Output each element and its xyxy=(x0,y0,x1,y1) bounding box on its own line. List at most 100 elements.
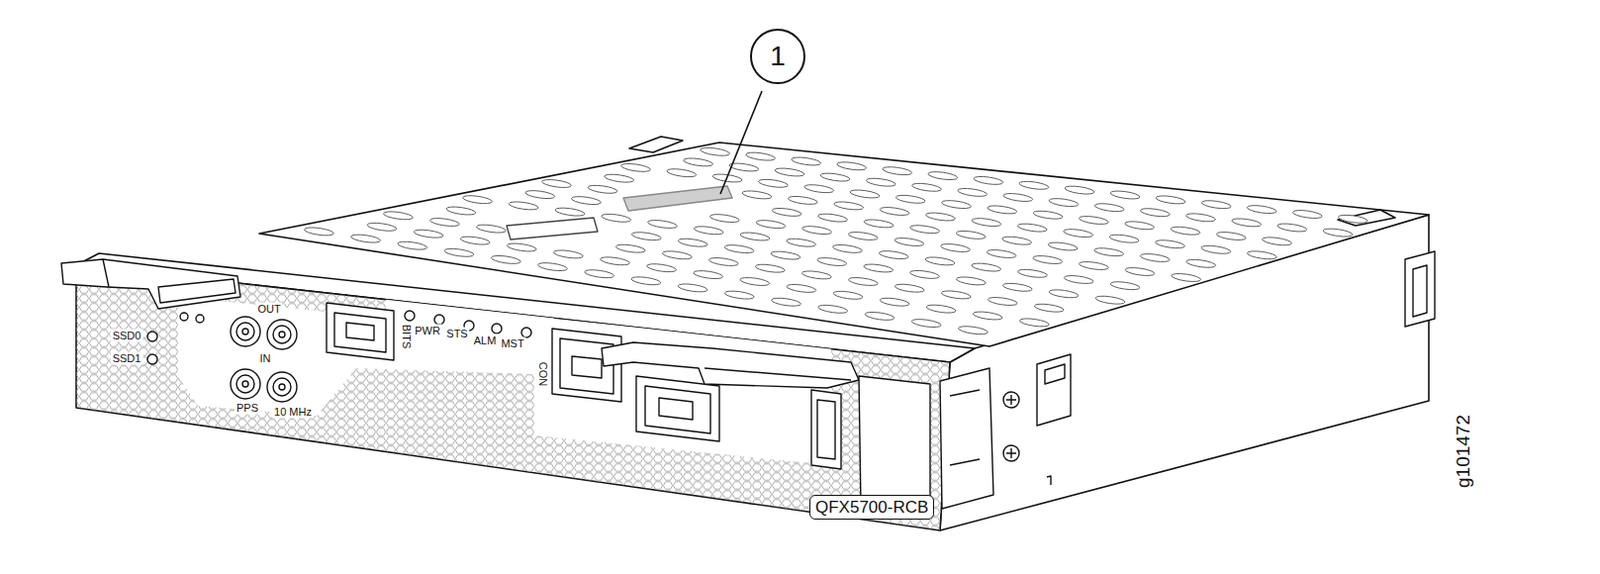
led-label: STS xyxy=(444,327,470,341)
vent-hole xyxy=(770,250,802,262)
vent-hole xyxy=(941,288,972,300)
vent-hole xyxy=(1125,266,1156,278)
vent-hole xyxy=(865,177,897,189)
vent-hole xyxy=(940,242,971,254)
vent-hole xyxy=(971,216,1003,228)
vent-hole xyxy=(1139,252,1171,264)
vent-hole xyxy=(972,310,1004,322)
vent-hole xyxy=(303,225,335,237)
vent-hole xyxy=(894,282,926,294)
vent-hole xyxy=(757,178,789,189)
vent-hole xyxy=(833,199,864,211)
vent-hole xyxy=(570,194,602,206)
vent-hole xyxy=(537,261,568,273)
callout-number: 1 xyxy=(767,41,788,72)
vent-hole xyxy=(849,188,881,200)
vent-hole xyxy=(1002,282,1034,293)
vent-hole xyxy=(926,303,957,315)
vent-hole xyxy=(708,256,740,268)
vent-hole xyxy=(878,249,910,261)
port-label: BITS xyxy=(399,322,413,351)
vent-hole xyxy=(862,263,894,275)
vent-hole xyxy=(1002,191,1034,203)
vent-hole xyxy=(801,269,833,281)
vent-hole xyxy=(801,224,833,236)
vent-hole xyxy=(1033,209,1064,221)
vent-hole xyxy=(909,269,941,281)
vent-hole xyxy=(1261,235,1293,247)
vent-hole xyxy=(647,218,678,230)
vent-hole xyxy=(1063,274,1095,285)
vent-hole xyxy=(693,224,725,236)
vent-hole xyxy=(1047,241,1079,253)
vent-hole xyxy=(927,170,958,182)
vent-hole xyxy=(699,146,731,158)
vent-hole xyxy=(742,188,773,200)
vent-hole xyxy=(895,193,927,205)
vent-hole xyxy=(1246,203,1278,215)
vent-hole xyxy=(1017,222,1048,234)
vent-hole xyxy=(1094,201,1126,213)
vent-hole xyxy=(1230,216,1262,228)
vent-hole xyxy=(957,324,989,336)
port-label: 10 MHz xyxy=(272,405,314,419)
vent-hole xyxy=(724,289,755,301)
vent-hole xyxy=(553,248,584,260)
vent-hole xyxy=(677,237,709,249)
vent-hole xyxy=(1139,206,1171,218)
vent-hole xyxy=(925,255,956,267)
vent-hole xyxy=(1078,214,1110,226)
vent-hole xyxy=(790,156,822,168)
vent-hole xyxy=(1276,222,1308,234)
vent-hole xyxy=(475,223,507,235)
vent-hole xyxy=(555,206,586,218)
vent-hole xyxy=(1019,180,1050,191)
vent-hole xyxy=(836,160,867,172)
vent-hole xyxy=(970,262,1002,274)
vent-hole xyxy=(1185,258,1217,270)
vent-hole xyxy=(894,236,926,248)
vent-hole xyxy=(661,249,693,261)
vent-hole xyxy=(446,205,477,217)
vent-hole xyxy=(986,203,1018,215)
vent-hole xyxy=(1110,189,1141,201)
vent-hole xyxy=(541,178,572,189)
vent-hole xyxy=(1201,244,1232,256)
vent-hole xyxy=(864,310,896,322)
badge-text: QFX5700-RCB xyxy=(815,497,929,517)
vent-hole xyxy=(462,193,493,205)
vent-hole xyxy=(820,172,851,184)
vent-hole xyxy=(817,303,848,315)
vent-hole xyxy=(1292,208,1323,220)
vent-hole xyxy=(524,188,556,200)
vent-hole xyxy=(382,209,414,221)
vent-hole xyxy=(1155,193,1187,205)
vent-hole xyxy=(429,216,461,228)
port-label: CON xyxy=(536,360,550,388)
vent-hole xyxy=(911,317,942,329)
vent-hole xyxy=(665,167,697,179)
vent-hole xyxy=(587,184,619,195)
vent-hole xyxy=(833,289,864,301)
vent-hole xyxy=(1034,302,1065,314)
port-label: SSD0 xyxy=(110,329,144,343)
vent-hole xyxy=(1201,198,1232,210)
vent-hole xyxy=(631,275,662,286)
vent-hole xyxy=(506,242,538,254)
vent-hole xyxy=(955,229,987,241)
vent-hole xyxy=(956,187,988,198)
vent-hole xyxy=(955,275,987,286)
vent-hole xyxy=(754,263,786,275)
vent-hole xyxy=(1062,227,1094,239)
led-label: ALM xyxy=(471,334,499,348)
vent-hole xyxy=(973,175,1005,187)
vent-hole xyxy=(350,233,381,245)
vent-hole xyxy=(771,206,803,218)
vent-hole xyxy=(1093,246,1125,258)
vent-hole xyxy=(1078,260,1110,272)
vent-hole xyxy=(745,151,776,163)
vent-hole xyxy=(620,162,652,174)
vent-hole xyxy=(444,247,475,259)
